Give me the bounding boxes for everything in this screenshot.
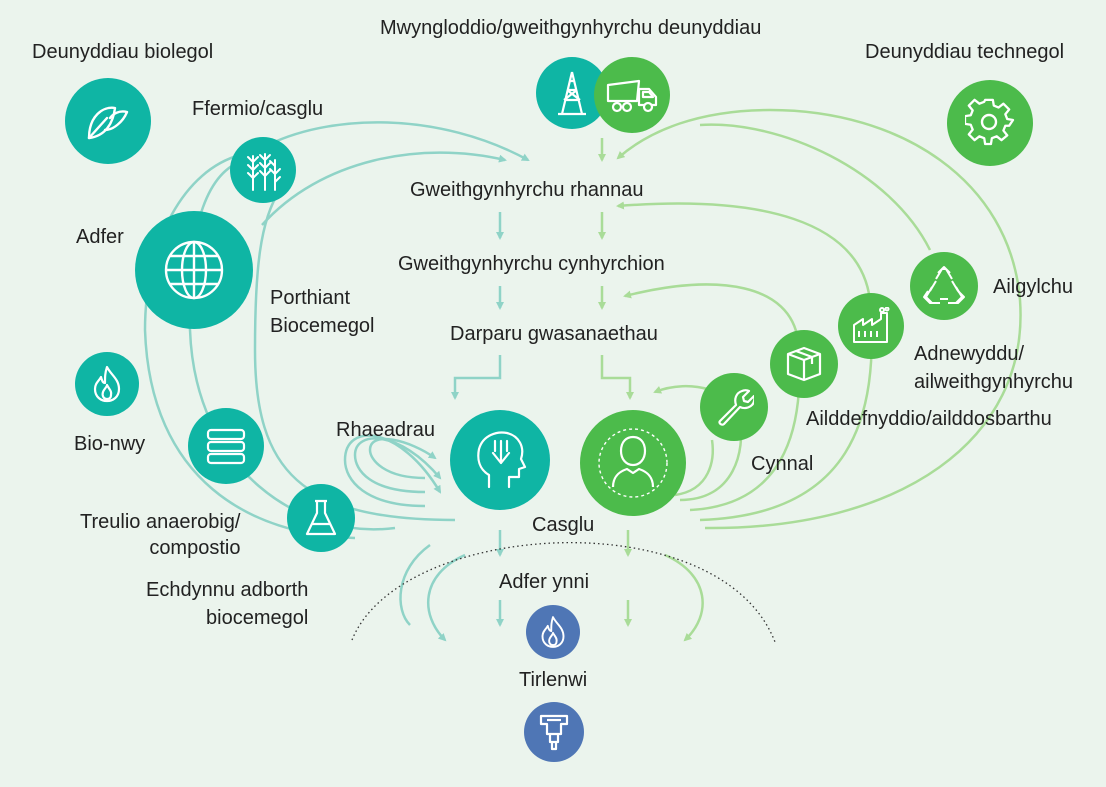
label-biochemical-extraction: Echdynnu adborth biocemegol bbox=[146, 579, 309, 629]
label-cascades: Rhaeadrau bbox=[336, 419, 435, 441]
label-refurbish-remanufacture: Adnewyddu/ ailweithgynhyrchu bbox=[914, 343, 1073, 393]
label-reuse-redistribute: Ailddefnyddio/ailddosbarthu bbox=[806, 408, 1052, 430]
gear-icon bbox=[947, 80, 1033, 166]
user-icon bbox=[580, 410, 686, 516]
flask-icon bbox=[287, 484, 355, 552]
label-service-provision: Darparu gwasanaethau bbox=[450, 323, 658, 345]
label-anaerobic-digestion: Treulio anaerobig/ compostio bbox=[80, 511, 241, 559]
label-collection: Casglu bbox=[532, 514, 595, 536]
flow-recycle-loop bbox=[616, 108, 1022, 530]
wheat-icon bbox=[230, 137, 296, 203]
label-landfill: Tirlenwi bbox=[519, 669, 588, 691]
flow-services-to-cascades bbox=[451, 355, 502, 400]
label-product-manufacturing: Gweithgynhyrchu cynhyrchion bbox=[398, 253, 665, 275]
label-recycling: Ailgylchu bbox=[993, 276, 1074, 298]
cascade-loop-2 bbox=[353, 437, 442, 494]
label-restoration: Adfer bbox=[76, 226, 124, 248]
layers-icon bbox=[188, 408, 264, 484]
wrench-icon bbox=[700, 373, 768, 441]
system-boundary-arc bbox=[351, 541, 776, 643]
flame-icon bbox=[75, 352, 139, 416]
label-biogas: Bio-nwy bbox=[74, 433, 146, 455]
label-parts-manufacturing: Gweithgynhyrchu rhannau bbox=[410, 179, 644, 201]
label-maintain: Cynnal bbox=[751, 453, 814, 475]
factory-icon bbox=[838, 293, 904, 359]
label-technical-materials: Deunyddiau technegol bbox=[865, 41, 1065, 63]
leaf-icon bbox=[65, 78, 151, 164]
globe-icon bbox=[135, 211, 253, 329]
flow-bio-main-arc bbox=[143, 153, 356, 540]
flow-farming-to-parts bbox=[261, 121, 530, 162]
cascade-loop-3 bbox=[343, 434, 442, 508]
box-icon bbox=[770, 330, 838, 398]
recycle-icon bbox=[910, 252, 978, 320]
flow-tech-right-swoop bbox=[664, 553, 704, 642]
label-farming-collection: Ffermio/casglu bbox=[192, 98, 324, 120]
flow-user-inner-loop bbox=[674, 439, 714, 497]
flow-feedstock-loop bbox=[253, 189, 456, 522]
label-biological-materials: Deunyddiau biolegol bbox=[32, 41, 214, 63]
flow-biochem-to-parts bbox=[261, 151, 507, 226]
flow-services-to-user bbox=[600, 355, 634, 400]
cascade-loop-1 bbox=[368, 437, 437, 480]
label-energy-recovery: Adfer ynni bbox=[499, 571, 590, 593]
flow-bio-outer-swoop bbox=[399, 543, 431, 626]
label-biochemical-feedstock: Porthiant Biocemegol bbox=[270, 287, 375, 337]
flow-bio-left-swoop bbox=[426, 553, 466, 642]
flow-recycle-arc bbox=[699, 123, 932, 251]
head-cascade-icon bbox=[450, 410, 550, 510]
landfill-icon bbox=[524, 702, 584, 762]
label-mining-manufacturing: Mwyngloddio/gweithgynhyrchu deunyddiau bbox=[380, 17, 762, 39]
energy-flame-icon bbox=[526, 605, 580, 659]
dump-truck-icon bbox=[594, 57, 670, 133]
